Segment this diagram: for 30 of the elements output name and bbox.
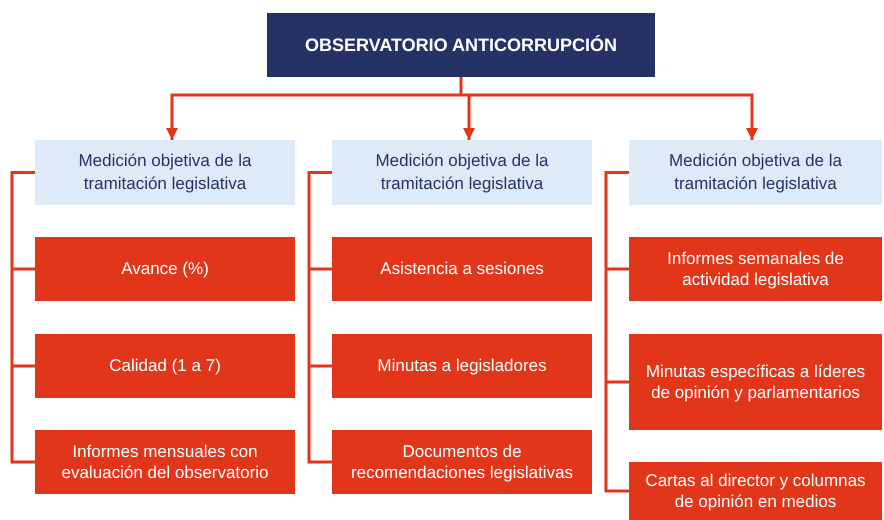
box-text: Medición objetiva de la tramitación legislativa	[374, 150, 550, 194]
box-text: Asistencia a sesiones	[380, 258, 544, 280]
connector-line	[308, 171, 332, 464]
item-box	[332, 237, 592, 301]
box-text: Calidad (1 a 7)	[109, 355, 221, 377]
category-box	[629, 140, 882, 205]
box-text: Documentos de recomendaciones legislativas	[350, 440, 574, 484]
item-box	[629, 237, 882, 301]
arrow	[460, 77, 758, 140]
title-box	[267, 13, 655, 77]
connector-line	[604, 171, 629, 492]
box-text: Informes semanales de actividad legislativa	[666, 248, 845, 290]
box-text: Informes mensuales con evaluación del observatorio	[60, 440, 270, 484]
connector-line	[10, 171, 35, 464]
box-text: Cartas al director y columnas de opinión en medios	[644, 470, 867, 512]
item-box	[332, 334, 592, 398]
box-text: OBSERVATORIO ANTICORRUPCIÓN	[304, 34, 618, 56]
item-box	[629, 462, 882, 520]
box-text: Minutas a legisladores	[377, 355, 547, 377]
item-box	[629, 334, 882, 430]
item-box	[35, 430, 295, 494]
category-box	[35, 140, 295, 205]
item-box	[332, 430, 592, 494]
box-text: Medición objetiva de la tramitación legislativa	[78, 150, 252, 194]
box-text: Medición objetiva de la tramitación legislativa	[668, 150, 843, 194]
box-text: Avance (%)	[121, 258, 209, 280]
box-text: Minutas específicas a líderes de opinión y parlamentarios	[644, 360, 866, 404]
item-box	[35, 237, 295, 301]
category-box	[332, 140, 592, 205]
item-box	[35, 334, 295, 398]
